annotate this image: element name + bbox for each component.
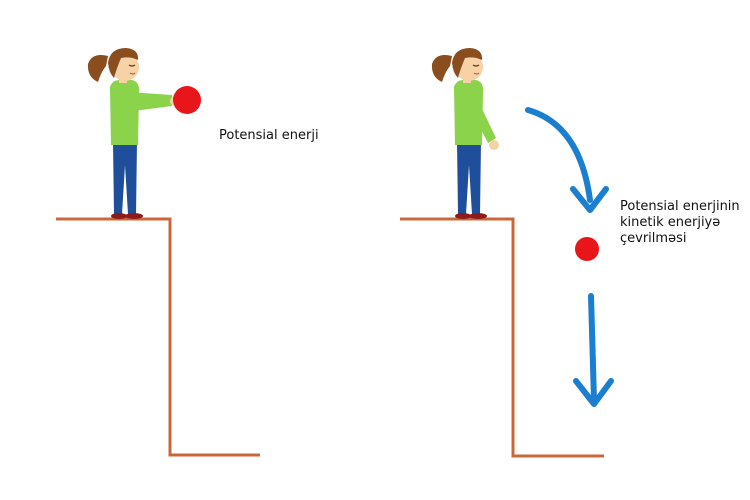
- conversion-label: Potensial enerjinin kinetik enerjiyə çev…: [620, 199, 748, 247]
- right-girl-figure: [431, 48, 499, 219]
- falling-ball-icon: [575, 237, 599, 261]
- conversion-label-line-1: Potensial enerjinin: [620, 199, 740, 214]
- right-cliff-ledge: [400, 217, 604, 458]
- left-ball-icon: [173, 86, 201, 114]
- conversion-label-line-2: kinetik enerjiyə: [620, 215, 721, 230]
- down-arrow-icon: [573, 293, 614, 407]
- left-girl-figure: [87, 48, 180, 219]
- potential-energy-label: Potensial enerji: [219, 128, 319, 143]
- curved-arrow-icon: [525, 107, 609, 213]
- left-cliff-ledge: [56, 217, 260, 457]
- conversion-label-line-3: çevrilməsi: [620, 231, 687, 246]
